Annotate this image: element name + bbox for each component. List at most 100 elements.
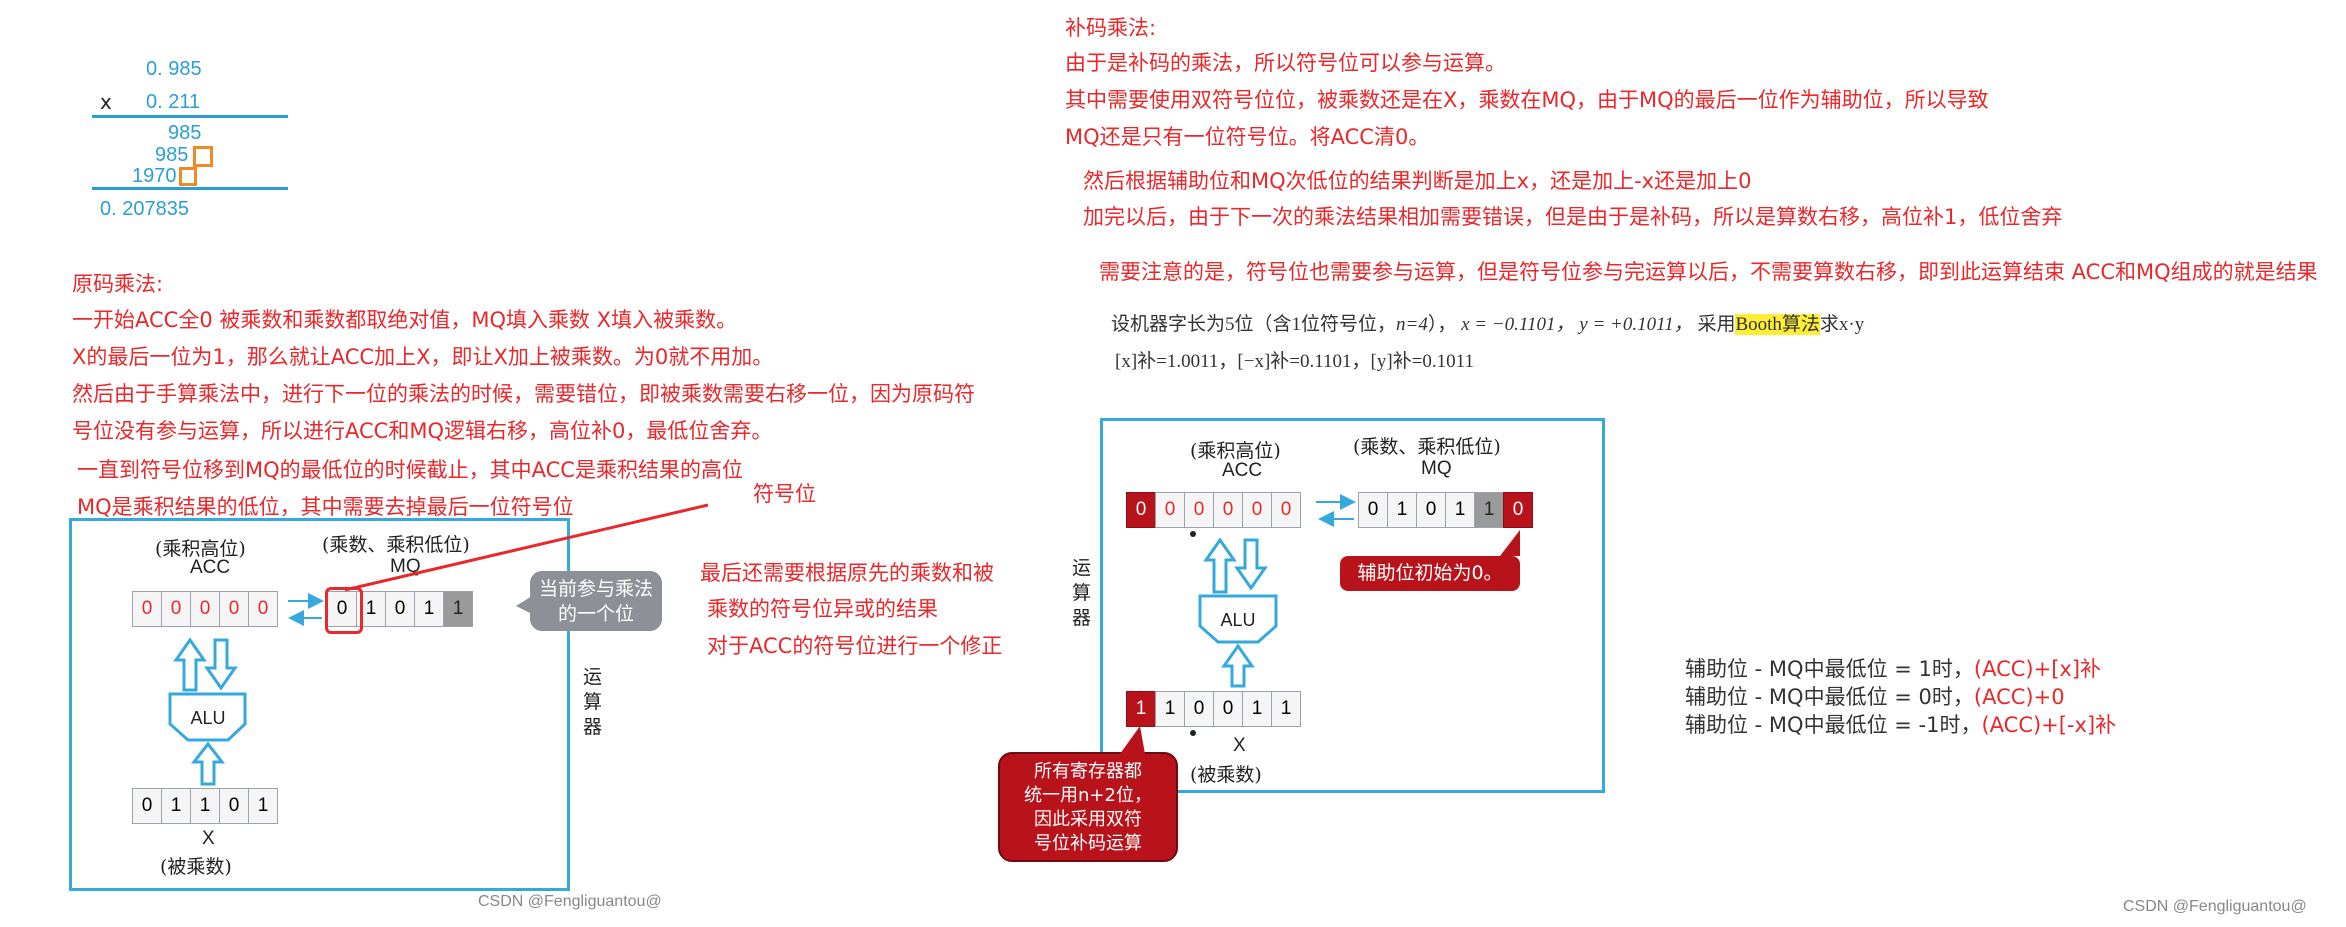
left-callout-tail bbox=[516, 596, 532, 614]
left-unit-label: 运 算 器 bbox=[583, 665, 602, 740]
left-vertical-arrows bbox=[173, 637, 238, 786]
sign-bit-label: 符号位 bbox=[753, 482, 816, 506]
register-callout-line: 统一用n+2位， bbox=[1024, 785, 1152, 806]
bit-cell: 1 bbox=[1271, 691, 1301, 727]
orange-box-1 bbox=[193, 146, 213, 167]
left-mq-label: MQ bbox=[390, 556, 421, 577]
unit-char: 算 bbox=[1072, 582, 1092, 604]
calc-partial-2: 985 bbox=[155, 144, 189, 166]
problem-text-c: 采用 bbox=[1697, 314, 1736, 335]
calc-line-1 bbox=[92, 115, 288, 118]
calc-top: 0. 985 bbox=[146, 58, 202, 80]
bit-cell: 0 bbox=[1184, 492, 1214, 528]
left-x-register: 0 1 1 0 1 bbox=[132, 788, 278, 824]
bit-cell: 0 bbox=[1155, 492, 1185, 528]
right-shift-arrows bbox=[1316, 494, 1356, 527]
unit-char: 器 bbox=[583, 716, 603, 738]
bit-cell: 0 bbox=[327, 591, 357, 627]
final-note-3: 对于ACC的符号位进行一个修正 bbox=[707, 634, 1003, 658]
bit-cell: 1 bbox=[161, 788, 191, 824]
right-alu-shape bbox=[1198, 594, 1278, 644]
complement-line-1: 由于是补码的乘法，所以符号位可以参与运算。 bbox=[1065, 51, 1506, 75]
left-arith-panel bbox=[69, 518, 570, 891]
problem-line-2: [x]补=1.0011，[−x]补=0.1101，[y]补=0.1011 bbox=[1115, 351, 1474, 372]
watermark-left: CSDN @Fengliguantou@ bbox=[478, 893, 662, 910]
problem-text-d: 求x·y bbox=[1819, 314, 1865, 335]
up-arrow-x-alu bbox=[1221, 643, 1255, 688]
calc-line-2 bbox=[92, 187, 288, 190]
up-arrow-alu-acc bbox=[173, 637, 207, 692]
bit-cell: 1 bbox=[190, 788, 220, 824]
problem-y: y = +0.1011， bbox=[1579, 314, 1693, 335]
bit-cell: 0 bbox=[1213, 492, 1243, 528]
current-bit-highlight bbox=[325, 587, 363, 634]
right-alu-text: ALU bbox=[1220, 610, 1255, 630]
bit-cell: 1 bbox=[1474, 492, 1504, 528]
unit-char: 运 bbox=[583, 666, 603, 688]
calc-partial-3: 1970 bbox=[132, 165, 177, 187]
left-acc-label: ACC bbox=[190, 557, 231, 578]
left-current-bit-callout: 当前参与乘法的一个位 bbox=[530, 571, 662, 631]
rule-row: 辅助位 - MQ中最低位 = 0时，(ACC)+0 bbox=[1685, 683, 2116, 711]
booth-highlight: Booth算法 bbox=[1735, 314, 1820, 335]
aux-bit-callout: 辅助位初始为0。 bbox=[1340, 556, 1520, 591]
right-acc-caption: (乘积高位) bbox=[1190, 440, 1281, 462]
calc-x-sign: x bbox=[100, 90, 112, 114]
complement-line-3: MQ还是只有一位符号位。将ACC清0。 bbox=[1065, 125, 1430, 149]
left-acc-register: 0 0 0 0 0 bbox=[132, 591, 278, 627]
binary-point-dot bbox=[1190, 531, 1196, 537]
bit-cell: 0 bbox=[190, 591, 220, 627]
down-arrow-acc-alu bbox=[204, 638, 238, 691]
complement-note: 需要注意的是，符号位也需要参与运算，但是符号位参与完运算以后，不需要算数右移，即… bbox=[1099, 260, 2318, 284]
booth-rules: 辅助位 - MQ中最低位 = 1时，(ACC)+[x]补 辅助位 - MQ中最低… bbox=[1685, 655, 2116, 739]
right-acc-register: 0 0 0 0 0 0 bbox=[1126, 492, 1301, 528]
aux-callout-tail bbox=[1500, 530, 1520, 556]
orange-box-2 bbox=[179, 167, 197, 186]
left-shift-arrows bbox=[288, 593, 324, 626]
calc-result: 0. 207835 bbox=[100, 198, 189, 220]
bit-cell: 0 bbox=[1503, 492, 1533, 528]
original-line-3: 然后由于手算乘法中，进行下一位的乘法的时候，需要错位，即被乘数需要右移一位，因为… bbox=[72, 382, 975, 406]
right-arith-panel bbox=[1100, 418, 1605, 793]
right-alu: ALU bbox=[1198, 594, 1278, 644]
rule-prefix: 辅助位 - MQ中最低位 = 1时， bbox=[1685, 657, 1974, 681]
bit-cell: 1 bbox=[1445, 492, 1475, 528]
left-alu: ALU bbox=[168, 692, 247, 742]
bit-cell: 0 bbox=[1184, 691, 1214, 727]
register-callout-line: 号位补码运算 bbox=[1034, 833, 1142, 854]
left-x-caption: (被乘数) bbox=[160, 856, 232, 878]
rule-prefix: 辅助位 - MQ中最低位 = 0时， bbox=[1685, 685, 1974, 709]
left-mq-caption: (乘数、乘积低位) bbox=[322, 534, 470, 556]
bit-cell: 1 bbox=[1387, 492, 1417, 528]
complement-line-4: 然后根据辅助位和MQ次低位的结果判断是加上x，还是加上-x还是加上0 bbox=[1083, 169, 1752, 193]
complement-title: 补码乘法: bbox=[1065, 16, 1157, 40]
right-vertical-arrows bbox=[1203, 537, 1268, 688]
complement-line-2: 其中需要使用双符号位位，被乘数还是在X，乘数在MQ，由于MQ的最后一位作为辅助位… bbox=[1065, 88, 1989, 112]
left-alu-text: ALU bbox=[190, 708, 225, 728]
original-line-1: 一开始ACC全0 被乘数和乘数都取绝对值，MQ填入乘数 X填入被乘数。 bbox=[72, 308, 738, 332]
register-callout-line: 因此采用双符 bbox=[1034, 809, 1142, 830]
right-mq-register: 0 1 0 1 1 0 bbox=[1358, 492, 1533, 528]
sign-bit-pointer bbox=[344, 503, 709, 592]
left-alu-shape bbox=[168, 692, 247, 742]
bit-cell: 1 bbox=[443, 591, 473, 627]
left-x-label: X bbox=[202, 828, 215, 849]
rule-row: 辅助位 - MQ中最低位 = 1时，(ACC)+[x]补 bbox=[1685, 655, 2116, 683]
complement-line-5: 加完以后，由于下一次的乘法结果相加需要错误，但是由于是补码，所以是算数右移，高位… bbox=[1083, 205, 2063, 229]
rule-action: (ACC)+[-x]补 bbox=[1981, 713, 2117, 737]
rule-action: (ACC)+[x]补 bbox=[1973, 657, 2102, 681]
register-width-callout: 所有寄存器都 统一用n+2位， 因此采用双符 号位补码运算 bbox=[998, 752, 1178, 862]
bit-cell: 0 bbox=[161, 591, 191, 627]
problem-text-b: ）， bbox=[1427, 314, 1457, 335]
bit-cell: 0 bbox=[1271, 492, 1301, 528]
watermark-right: CSDN @Fengliguantou@ bbox=[2123, 898, 2307, 915]
up-arrow-alu-acc bbox=[1203, 537, 1237, 594]
left-acc-caption: (乘积高位) bbox=[155, 538, 246, 560]
bit-cell: 0 bbox=[248, 591, 278, 627]
problem-x: x = −0.1101， bbox=[1461, 314, 1575, 335]
right-mq-caption: (乘数、乘积低位) bbox=[1353, 436, 1501, 458]
calc-partial-1: 985 bbox=[168, 122, 202, 144]
unit-char: 算 bbox=[583, 691, 603, 713]
unit-char: 器 bbox=[1072, 607, 1092, 629]
